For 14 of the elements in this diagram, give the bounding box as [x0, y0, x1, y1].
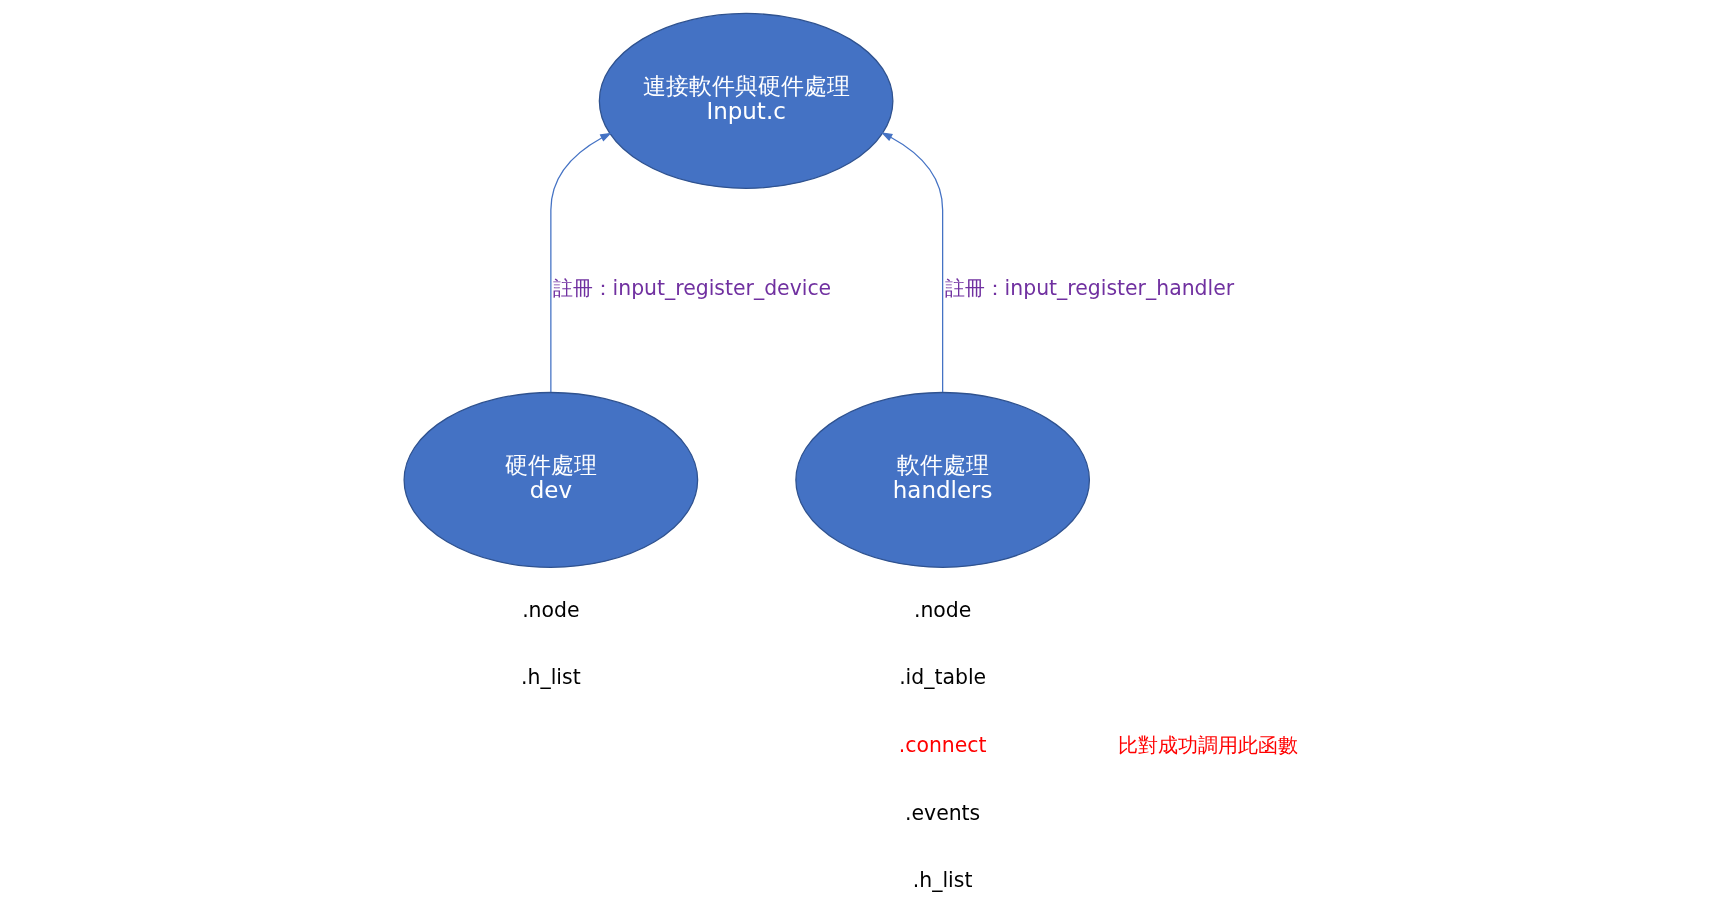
label: .connect — [898, 733, 987, 758]
edge-label: 註冊：input_register_device — [552, 276, 831, 301]
edge-label: 註冊：input_register_handler — [944, 276, 1234, 301]
arrow — [549, 132, 612, 393]
label: .node — [521, 597, 580, 622]
label: .node — [913, 597, 971, 622]
label: .h_list — [520, 665, 581, 690]
node-ellipse: 軟件處理 handlers — [794, 391, 1090, 568]
label: .events — [904, 800, 980, 825]
label: .id_table — [898, 665, 986, 690]
arrow — [880, 132, 943, 393]
label: .h_list — [912, 868, 972, 893]
label: 比對成功調用此函數 — [1117, 733, 1298, 758]
node-ellipse: 硬件處理 dev — [402, 391, 698, 568]
